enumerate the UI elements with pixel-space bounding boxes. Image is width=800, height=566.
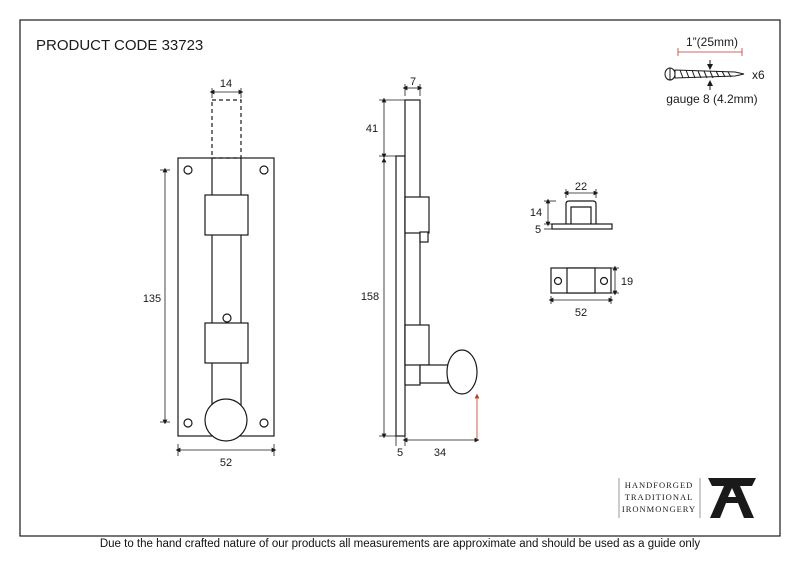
side-knob <box>446 349 478 395</box>
logo-line-2: TRADITIONAL <box>625 492 694 502</box>
logo-line-1: HANDFORGED <box>625 480 694 490</box>
dim-keep-height: 14 <box>530 207 542 219</box>
dim-keep-plate-height: 19 <box>621 276 633 288</box>
dim-side-plate-thickness: 5 <box>397 447 403 459</box>
dim-keep-base: 5 <box>535 224 541 236</box>
screw-length-label: 1”(25mm) <box>686 35 738 49</box>
dim-front-width: 52 <box>220 457 232 469</box>
screw-quantity-label: x6 <box>752 68 765 82</box>
side-staple-bottom <box>404 324 430 366</box>
dim-side-throw: 41 <box>366 123 378 135</box>
dim-front-bolt-width: 14 <box>220 78 232 90</box>
screw-hole <box>259 418 269 428</box>
front-staple-bottom <box>204 322 249 364</box>
side-view <box>395 99 478 437</box>
keep-front-dimensions <box>548 265 619 304</box>
side-backplate <box>395 155 406 437</box>
dim-side-knob-projection: 34 <box>434 447 446 459</box>
brand-logo: HANDFORGED TRADITIONAL IRONMONGERY <box>618 478 756 518</box>
keep-side-view <box>551 200 613 230</box>
side-staple-top <box>404 196 430 234</box>
keep-front-view <box>550 267 612 294</box>
screw-hole <box>183 165 193 175</box>
drawing-frame <box>19 19 781 537</box>
front-view <box>177 99 275 442</box>
dim-front-height: 135 <box>143 293 161 305</box>
dim-side-height: 158 <box>361 291 379 303</box>
anvil-logo-icon <box>708 478 756 518</box>
front-knob <box>204 398 248 442</box>
screw-gauge-label: gauge 8 (4.2mm) <box>666 92 757 106</box>
dim-side-bolt-thickness: 7 <box>410 76 416 88</box>
bolt-extended-outline <box>211 99 242 159</box>
side-dimensions <box>379 84 480 446</box>
screw-hole <box>259 165 269 175</box>
screw-hole <box>183 418 193 428</box>
product-code-title: PRODUCT CODE 33723 <box>36 37 203 54</box>
logo-line-3: IRONMONGERY <box>622 504 696 514</box>
front-staple-top <box>204 194 249 236</box>
side-knob-stem <box>419 364 449 384</box>
screw-illustration <box>664 48 745 90</box>
dim-keep-width: 22 <box>575 181 587 193</box>
dim-keep-plate-width: 52 <box>575 307 587 319</box>
front-dimensions <box>160 88 277 456</box>
keep-side-dimensions <box>544 189 599 230</box>
disclaimer-text: Due to the hand crafted nature of our pr… <box>99 538 701 550</box>
